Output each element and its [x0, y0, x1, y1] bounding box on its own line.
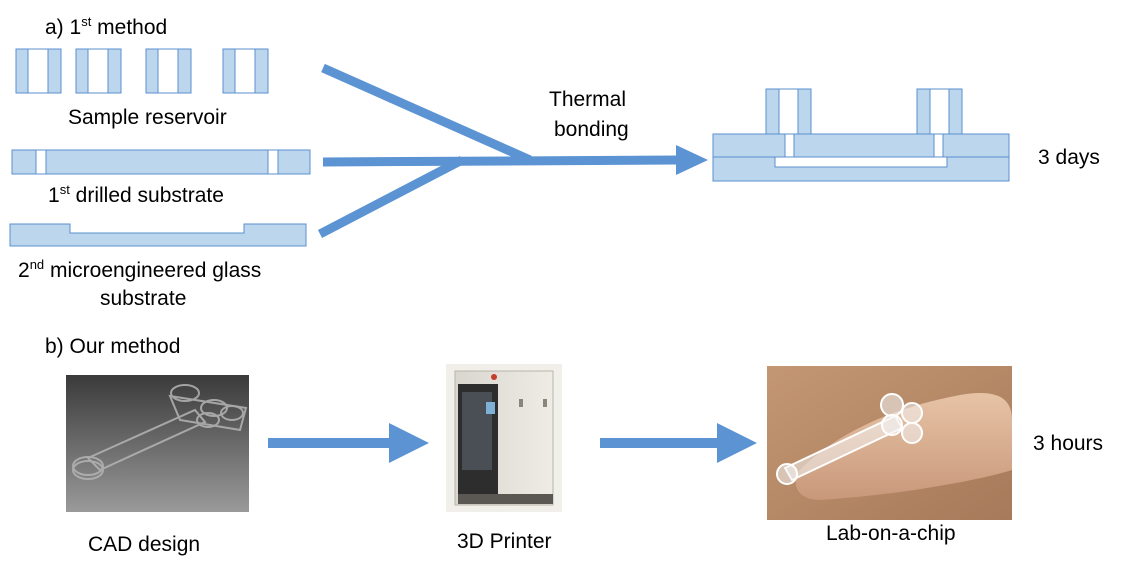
- glass-substrate-label-line1: 2nd microengineered glass: [18, 257, 261, 282]
- merge-arrow-head: [676, 145, 708, 175]
- drilled-substrate-label: 1st drilled substrate: [48, 182, 224, 207]
- drilled-substrate: [11, 149, 311, 175]
- glass-substrate-label-line2: substrate: [100, 287, 186, 310]
- section-b-label: b) Our method: [45, 335, 180, 358]
- reservoir-piece: [222, 48, 269, 94]
- section-b-duration: 3 hours: [1033, 432, 1103, 455]
- glass-substrate: [9, 223, 307, 247]
- arrow-cad-to-printer: [268, 423, 429, 463]
- reservoir-piece: [75, 48, 122, 94]
- reservoir-piece: [15, 48, 62, 94]
- 3d-printer-label: 3D Printer: [457, 530, 552, 553]
- sample-reservoirs: [15, 48, 269, 94]
- section-a-duration: 3 days: [1038, 146, 1100, 169]
- lab-on-a-chip-image: [767, 366, 1012, 520]
- cad-design-image: [66, 375, 249, 512]
- process-label-line2: bonding: [554, 118, 629, 141]
- process-label-line1: Thermal: [549, 88, 626, 111]
- assembled-device: [712, 88, 1010, 182]
- reservoir-label: Sample reservoir: [68, 106, 227, 129]
- 3d-printer-image: [446, 364, 562, 512]
- lab-on-a-chip-label: Lab-on-a-chip: [826, 522, 956, 545]
- arrow-printer-to-chip: [600, 423, 757, 463]
- converging-arrows: [317, 63, 681, 238]
- reservoir-piece: [145, 48, 192, 94]
- cad-design-label: CAD design: [88, 533, 200, 556]
- section-a-label: a) 1st method: [45, 14, 167, 39]
